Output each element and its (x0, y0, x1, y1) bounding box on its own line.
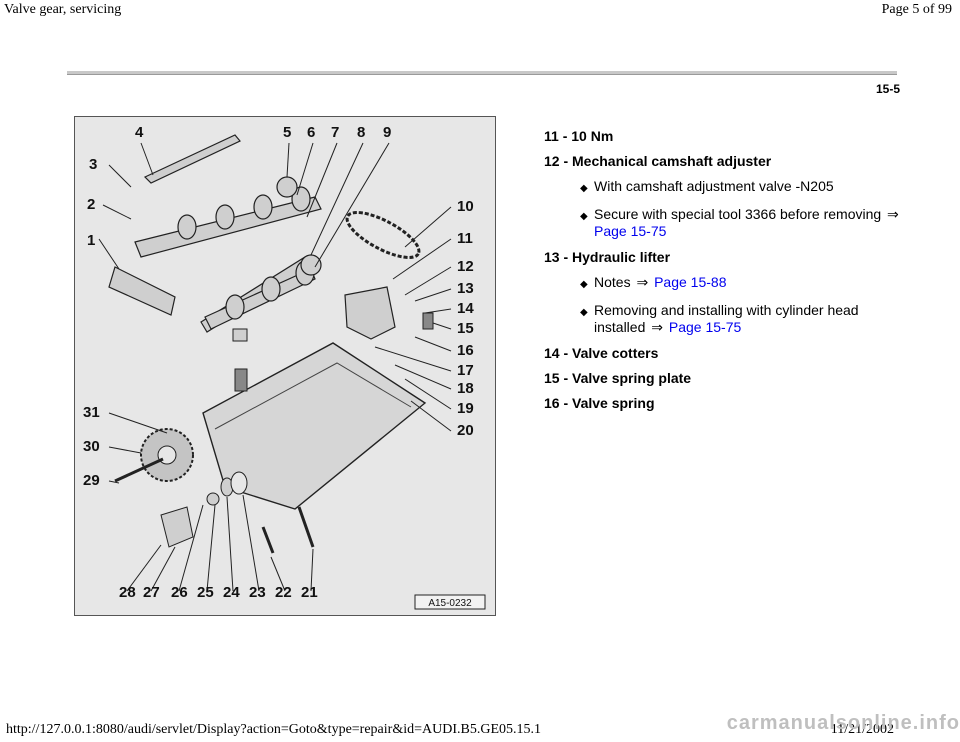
callout-label-30: 30 (83, 438, 100, 455)
legend-subitem: ◆Secure with special tool 3366 before re… (580, 206, 899, 239)
callout-label-12: 12 (457, 258, 474, 275)
upper-camshaft (134, 134, 322, 258)
callout-label-11: 11 (457, 230, 473, 247)
footer-date: 11/21/2002 (830, 722, 894, 737)
camshaft-adjuster (344, 286, 396, 340)
callout-label-18: 18 (457, 380, 474, 397)
callout-label-24: 24 (223, 584, 240, 601)
callout-label-14: 14 (457, 300, 474, 317)
callout-label-31: 31 (83, 404, 100, 421)
callout-label-25: 25 (197, 584, 214, 601)
callout-label-29: 29 (83, 472, 100, 489)
diamond-bullet-icon: ◆ (580, 211, 588, 222)
callout-label-2: 2 (87, 196, 95, 213)
callout-label-7: 7 (331, 124, 339, 141)
legend-list: 11 - 10 Nm 12 - Mechanical camshaft adjus… (544, 128, 904, 420)
legend-item: 12 - Mechanical camshaft adjuster (544, 153, 772, 169)
callout-label-1: 1 (87, 232, 95, 249)
sensor-housing (160, 506, 194, 548)
callout-label-26: 26 (171, 584, 188, 601)
timing-chain (345, 211, 421, 259)
legend-item: 11 - 10 Nm (544, 128, 614, 144)
arrow-right-icon: ⇒ (883, 206, 899, 222)
page-number: 15-5 (875, 82, 900, 96)
callout-label-8: 8 (357, 124, 365, 141)
figure-reference: A15-0232 (428, 598, 472, 609)
page-link[interactable]: Page 15-75 (594, 223, 667, 239)
lower-camshaft (108, 254, 322, 333)
callout-label-27: 27 (143, 584, 160, 601)
valve-spring-part (234, 368, 248, 392)
cylinder-head (202, 342, 427, 510)
callout-label-17: 17 (457, 362, 474, 379)
legend-item: 14 - Valve cotters (544, 345, 659, 361)
legend-subitem: ◆Notes ⇒ Page 15-88 (580, 274, 904, 293)
diamond-bullet-icon: ◆ (580, 307, 588, 318)
page-link[interactable]: Page 15-75 (668, 319, 742, 335)
callout-label-21: 21 (301, 584, 318, 601)
page-indicator: Page 5 of 99 (881, 2, 952, 17)
diamond-bullet-icon: ◆ (580, 183, 588, 194)
callout-label-19: 19 (457, 400, 474, 417)
callout-label-28: 28 (119, 584, 136, 601)
legend-item: 13 - Hydraulic lifter (544, 249, 671, 265)
callout-label-4: 4 (135, 124, 144, 141)
legend-subitem: ◆With camshaft adjustment valve -N205 (580, 178, 904, 197)
arrow-right-icon: ⇒ (632, 274, 653, 290)
callout-label-9: 9 (383, 124, 391, 141)
legend-item: 16 - Valve spring (544, 395, 655, 411)
header-rule (67, 71, 897, 75)
footer-url: http://127.0.0.1:8080/audi/servlet/Displ… (6, 722, 541, 737)
diamond-bullet-icon: ◆ (580, 279, 588, 290)
callout-label-22: 22 (275, 584, 292, 601)
callout-label-15: 15 (457, 320, 474, 337)
site-watermark: carmanualsonline.info (726, 712, 960, 734)
callout-label-16: 16 (457, 342, 474, 359)
callout-label-10: 10 (457, 198, 474, 215)
document-title: Valve gear, servicing (4, 2, 122, 17)
hydraulic-lifter-part (422, 312, 434, 330)
arrow-right-icon: ⇒ (647, 319, 667, 335)
legend-subitem: ◆Removing and installing with cylinder h… (580, 302, 859, 335)
callout-label-20: 20 (457, 422, 474, 439)
legend-item: 15 - Valve spring plate (544, 370, 692, 386)
callout-label-23: 23 (249, 584, 266, 601)
page-link[interactable]: Page 15-88 (654, 274, 727, 290)
callout-label-5: 5 (283, 124, 291, 141)
callout-label-3: 3 (89, 156, 97, 173)
callout-label-13: 13 (457, 280, 474, 297)
callout-label-6: 6 (307, 124, 315, 141)
